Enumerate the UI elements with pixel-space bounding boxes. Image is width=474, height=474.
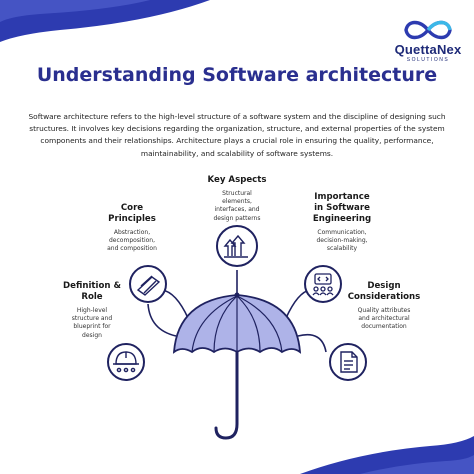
brand-logo: QuettaNex SOLUTIONS [388, 18, 468, 64]
icon-circle-definition [107, 343, 145, 381]
infinity-logo-icon [404, 20, 452, 40]
code-team-icon [312, 273, 334, 296]
desc-key-aspects: Structural elements, interfaces, and des… [213, 190, 261, 222]
desc-core-principles: Abstraction, decomposition, and composit… [107, 229, 157, 253]
heading-key-aspects: Key Aspects [207, 175, 267, 185]
icon-circle-importance [304, 265, 342, 303]
heading-design-considerations: Design Considerations [347, 281, 421, 302]
growth-arrows-icon [223, 234, 248, 258]
desc-design-considerations: Quality attributes and architectural doc… [357, 307, 411, 331]
brand-tagline: SOLUTIONS [406, 57, 450, 63]
intro-paragraph: Software architecture refers to the high… [28, 112, 446, 158]
layers-icon [136, 275, 161, 296]
page-title: Understanding Software architecture [36, 64, 438, 86]
heading-core-principles: Core Principles [108, 203, 156, 224]
document-icon [340, 351, 358, 373]
desc-importance: Communication, decision-making, scalabil… [316, 229, 368, 253]
umbrella-handle [214, 350, 239, 440]
umbrella-canopy [172, 292, 302, 354]
icon-circle-core-principles [129, 265, 167, 303]
helmet-icon [113, 351, 139, 373]
heading-importance: Importance in Software Engineering [312, 192, 372, 224]
brand-name: QuettaNex [394, 42, 462, 57]
icon-circle-design [329, 343, 367, 381]
heading-definition-role: Definition & Role [63, 281, 121, 302]
icon-circle-key-aspects [216, 225, 258, 267]
desc-definition-role: High-level structure and blueprint for d… [71, 307, 113, 339]
